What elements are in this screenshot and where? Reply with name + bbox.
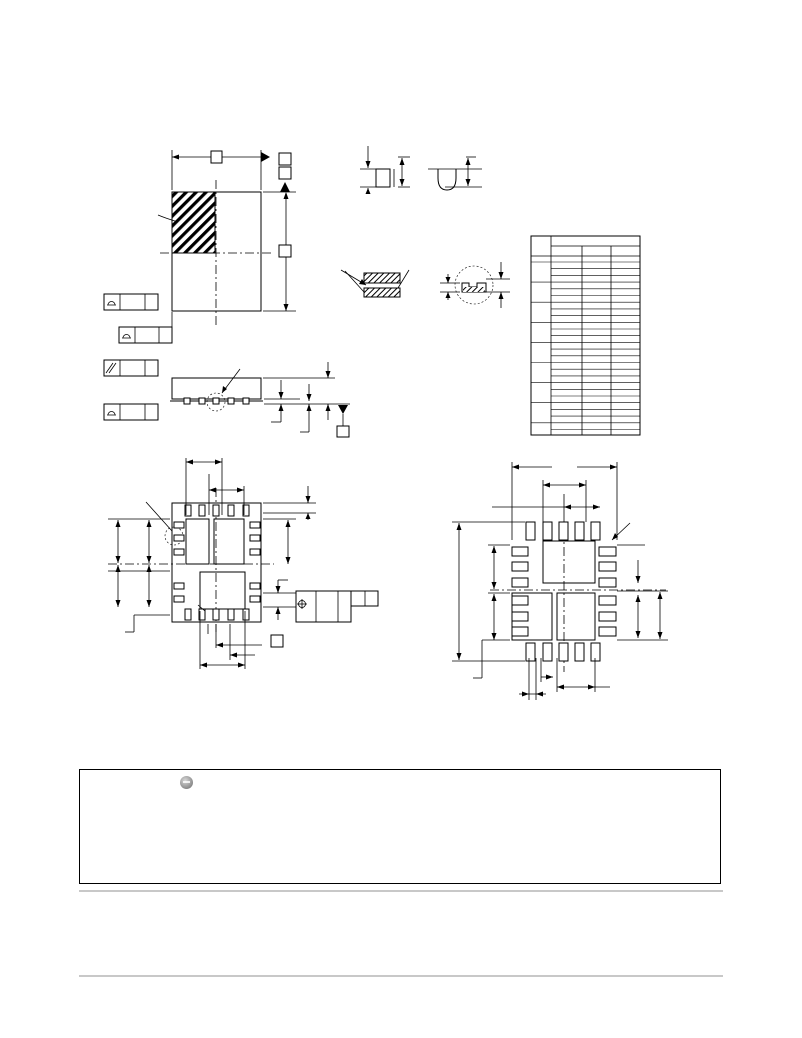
true-position-frame (296, 591, 378, 622)
footprint-pad (575, 643, 584, 661)
flatness-frame-3 (104, 404, 158, 420)
footprint-pad (599, 627, 616, 636)
footprint-pad (526, 522, 535, 540)
footprint-pad (599, 596, 616, 605)
terminal-pad (243, 505, 249, 516)
footprint-pad (591, 522, 600, 540)
terminal-detail-d (440, 262, 510, 308)
divider-rule (79, 975, 723, 977)
terminal-pad (250, 596, 260, 602)
footprint-pad (559, 643, 568, 661)
footprint-pad (543, 522, 552, 540)
terminal-detail-a (360, 146, 410, 194)
dimension-table (531, 236, 640, 435)
terminal-pad (185, 609, 191, 620)
footprint-pad (512, 547, 528, 556)
bottom-view (108, 458, 378, 669)
terminal-pad (174, 596, 184, 602)
terminal-pad (213, 609, 219, 620)
terminal-pad (199, 505, 205, 516)
terminal-detail-b (428, 157, 482, 190)
terminal-pad (174, 583, 184, 589)
footprint-pad (591, 643, 600, 661)
footprint-pad (512, 612, 528, 621)
footprint-pad (512, 596, 528, 605)
side-view (104, 360, 350, 437)
terminal-pad (228, 609, 234, 620)
terminal-pad (174, 522, 184, 528)
divider-rule (79, 890, 723, 892)
footprint-pad (599, 547, 616, 556)
terminal-pad (250, 522, 260, 528)
terminal-pad (213, 505, 219, 516)
terminal-pad (250, 535, 260, 541)
top-view (104, 150, 296, 343)
footprint-pad (543, 643, 552, 661)
terminal-pad (185, 505, 191, 516)
footprint-pad (512, 578, 528, 587)
terminal-pad (174, 535, 184, 541)
notes-box (79, 769, 721, 884)
terminal-detail-c (341, 270, 409, 297)
flatness-frame-2 (119, 327, 172, 343)
terminal-pad (174, 549, 184, 555)
terminal-pad (228, 505, 234, 516)
footprint-pad (512, 627, 528, 636)
footprint-pad (559, 522, 568, 540)
terminal-pad (250, 583, 260, 589)
recommended-footprint (452, 462, 668, 700)
footprint-pad (512, 562, 528, 571)
footprint-pad (526, 643, 535, 661)
flatness-frame-1 (104, 294, 158, 310)
footprint-pad (599, 578, 616, 587)
footprint-pad (599, 562, 616, 571)
terminal-pad (199, 609, 205, 620)
terminal-pad (243, 609, 249, 620)
on-semiconductor-logo-icon (180, 776, 193, 789)
parallelism-frame (104, 360, 158, 376)
footprint-pad (599, 612, 616, 621)
footprint-pad (575, 522, 584, 540)
terminal-pad (250, 549, 260, 555)
